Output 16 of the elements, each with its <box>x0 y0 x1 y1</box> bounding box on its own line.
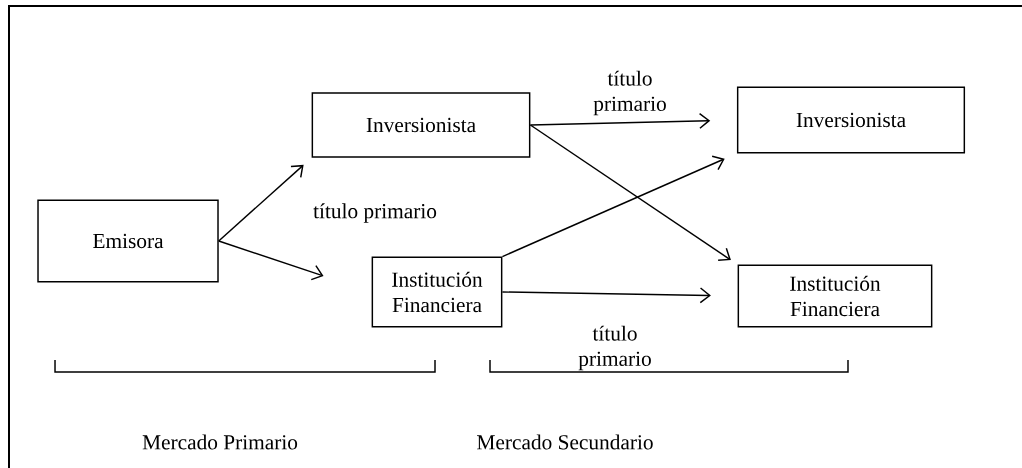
process-box: Inversionista <box>736 86 966 154</box>
process-box: Institución Financiera <box>371 256 503 328</box>
arrow <box>501 155 725 258</box>
arrow <box>218 240 324 281</box>
arrow <box>529 124 731 262</box>
caption-text: Mercado Secundario <box>475 433 655 451</box>
process-box: Inversionista <box>311 92 531 158</box>
arrow <box>529 112 711 129</box>
arrow <box>501 287 711 304</box>
caption-text: Mercado Primario <box>140 433 300 451</box>
edge-label: título primario <box>573 324 657 372</box>
arrow <box>218 164 304 242</box>
process-box: Institución Financiera <box>737 264 933 328</box>
edge-label: título primario <box>588 69 672 117</box>
caption-text: título primario <box>311 202 439 224</box>
process-box: Emisora <box>37 199 219 283</box>
